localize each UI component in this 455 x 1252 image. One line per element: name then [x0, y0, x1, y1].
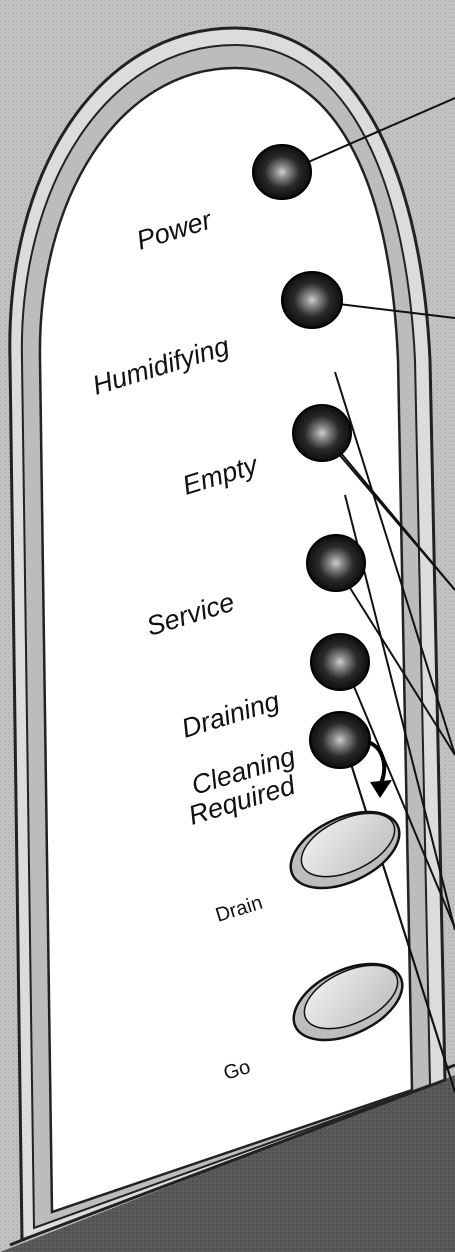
- leader-line-service-b: [339, 571, 455, 756]
- leader-line-service: [334, 371, 455, 756]
- leader-line-draining-b: [344, 664, 455, 929]
- leader-line-empty-b: [329, 439, 455, 591]
- panel-face: [38, 66, 414, 1214]
- drain-button[interactable]: [279, 796, 411, 903]
- go-button[interactable]: [282, 948, 414, 1055]
- empty-light-icon: [292, 404, 352, 462]
- service-light-icon: [306, 534, 366, 592]
- cleaning-required-light-icon: [309, 711, 371, 769]
- draining-light-icon: [310, 633, 370, 691]
- power-light-icon: [252, 144, 312, 200]
- leader-line-cleaning-b: [344, 744, 455, 1093]
- indicator-lights: [252, 144, 371, 769]
- leader-lines-2: [329, 439, 455, 1093]
- leader-line-power: [289, 97, 455, 171]
- arrow-head-icon: [370, 780, 392, 798]
- leader-line-humidifying: [321, 301, 455, 319]
- humidifying-light-icon: [281, 271, 343, 329]
